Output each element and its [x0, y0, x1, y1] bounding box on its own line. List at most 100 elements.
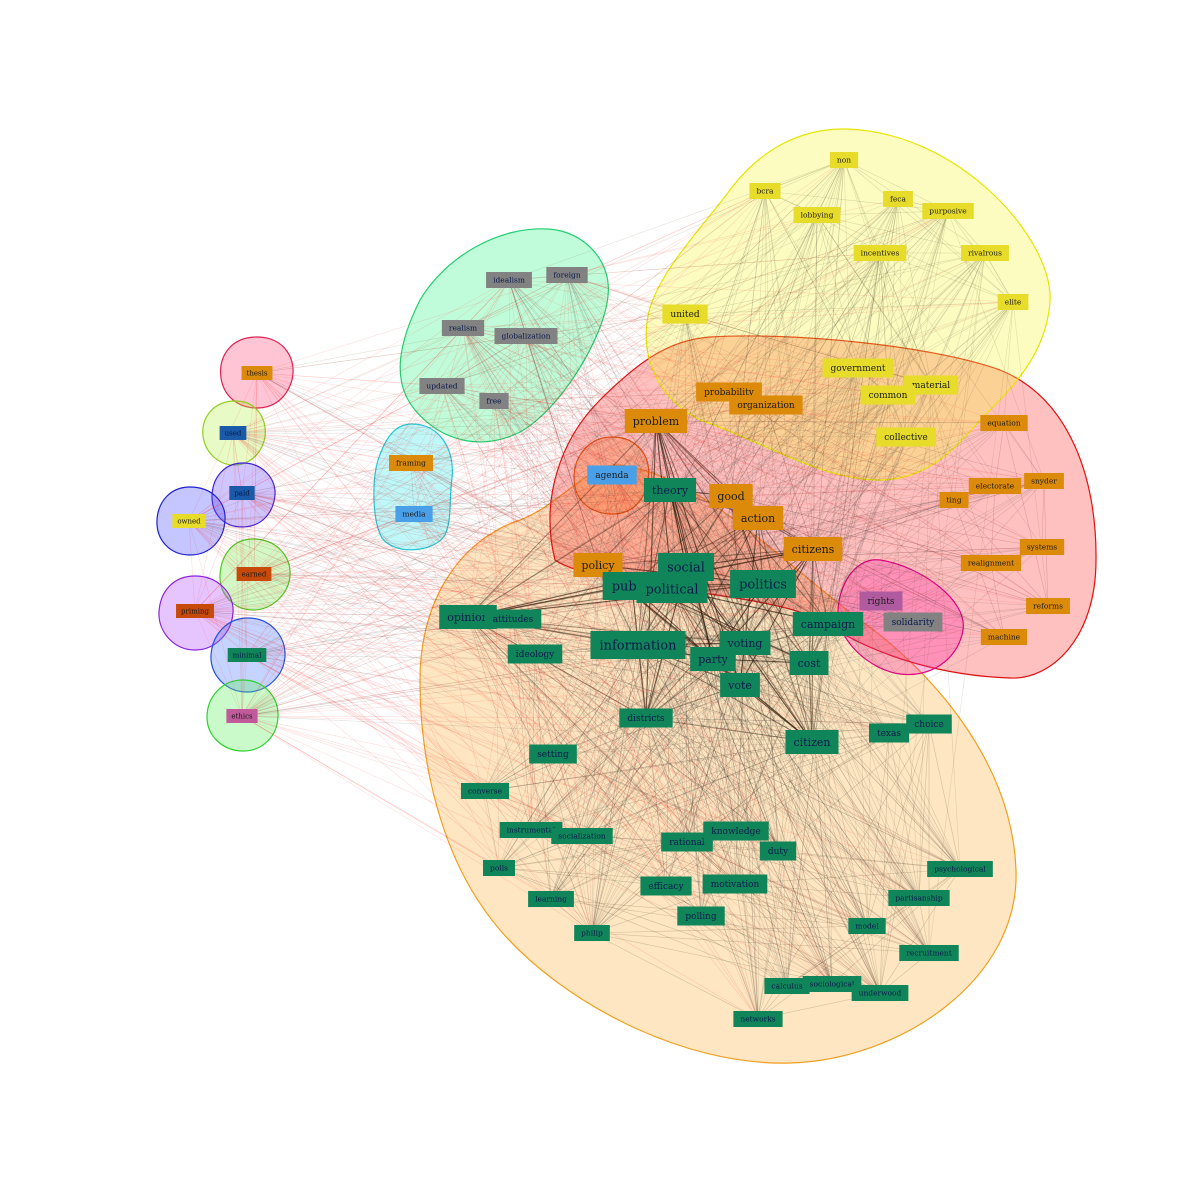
- edge: [812, 548, 829, 625]
- node-box: [395, 506, 433, 522]
- edge: [194, 610, 961, 870]
- node-organization: organization: [729, 395, 803, 415]
- edge: [525, 274, 568, 337]
- node-label: agenda: [595, 471, 629, 481]
- edge: [493, 400, 779, 852]
- edge: [493, 400, 671, 491]
- edge: [550, 732, 890, 900]
- edge: [241, 715, 500, 869]
- node-box: [829, 152, 859, 168]
- edge: [669, 252, 881, 491]
- node-label: foreign: [553, 271, 581, 280]
- edge: [493, 400, 554, 755]
- edge: [441, 385, 647, 719]
- edge: [637, 644, 737, 832]
- node-label: probability: [704, 388, 755, 398]
- edge: [188, 520, 196, 612]
- edge: [493, 159, 845, 402]
- edge: [786, 623, 829, 987]
- edge: [811, 480, 1045, 743]
- edge: [591, 564, 599, 934]
- node-box: [802, 976, 862, 992]
- edge: [194, 610, 639, 646]
- node-label: earned: [242, 570, 267, 578]
- edge: [645, 420, 657, 719]
- node-box: [853, 245, 907, 261]
- edge: [413, 513, 813, 743]
- edge: [637, 644, 779, 852]
- edge: [410, 462, 599, 566]
- edge: [953, 499, 1049, 607]
- edge: [467, 616, 930, 954]
- node-political: political: [636, 575, 708, 603]
- edge: [232, 432, 881, 994]
- edge: [764, 190, 814, 550]
- edge: [550, 642, 746, 900]
- edge: [253, 372, 258, 575]
- edge: [827, 252, 881, 625]
- edge: [241, 492, 599, 566]
- edge: [413, 367, 859, 515]
- edge: [241, 492, 469, 618]
- edge: [253, 513, 415, 575]
- edge: [246, 654, 647, 719]
- edge: [744, 642, 961, 870]
- edge: [253, 573, 633, 587]
- node-box: [507, 644, 563, 664]
- edge: [712, 190, 766, 660]
- edge: [686, 841, 930, 954]
- edge: [462, 327, 613, 476]
- edge: [253, 573, 554, 755]
- edge: [739, 517, 759, 686]
- node-box: [860, 385, 916, 405]
- edge: [462, 327, 759, 519]
- edge: [730, 190, 766, 497]
- node-motivation: motivation: [702, 874, 768, 894]
- edge: [700, 830, 737, 917]
- edge: [684, 159, 845, 315]
- edge: [581, 489, 671, 837]
- edge: [734, 159, 845, 885]
- edge: [645, 480, 1045, 719]
- edge: [256, 313, 686, 374]
- edge: [241, 190, 766, 717]
- edge: [757, 214, 818, 519]
- edge: [462, 327, 702, 917]
- node-box: [883, 191, 913, 207]
- edge: [508, 279, 686, 315]
- edge: [655, 420, 732, 497]
- edge: [413, 513, 667, 887]
- edge: [194, 610, 779, 852]
- edge: [241, 588, 673, 717]
- node-citizen: citizen: [785, 730, 839, 754]
- edge: [462, 274, 568, 329]
- edge: [811, 301, 1014, 743]
- edge: [550, 898, 930, 954]
- edge: [241, 367, 859, 717]
- edge: [930, 301, 1014, 386]
- node-label: globalization: [502, 332, 551, 341]
- edge: [232, 432, 647, 719]
- edge: [786, 662, 810, 987]
- edge: [232, 367, 859, 434]
- edge: [188, 495, 732, 522]
- edge: [467, 616, 702, 917]
- node-material: material: [903, 375, 959, 395]
- edge: [194, 610, 741, 686]
- edge: [930, 301, 1014, 386]
- node-socialization: socialization: [551, 828, 613, 844]
- edge: [530, 717, 647, 831]
- edge: [744, 642, 890, 734]
- edge: [530, 588, 673, 831]
- edge: [410, 462, 593, 934]
- edge: [581, 642, 746, 837]
- edge: [597, 480, 1045, 566]
- edge: [441, 385, 881, 994]
- edge: [498, 841, 688, 869]
- edge: [744, 190, 766, 644]
- edge: [232, 432, 992, 564]
- edge: [246, 564, 599, 656]
- node-underwood: underwood: [851, 985, 909, 1001]
- edge: [246, 279, 510, 656]
- edge: [645, 717, 930, 725]
